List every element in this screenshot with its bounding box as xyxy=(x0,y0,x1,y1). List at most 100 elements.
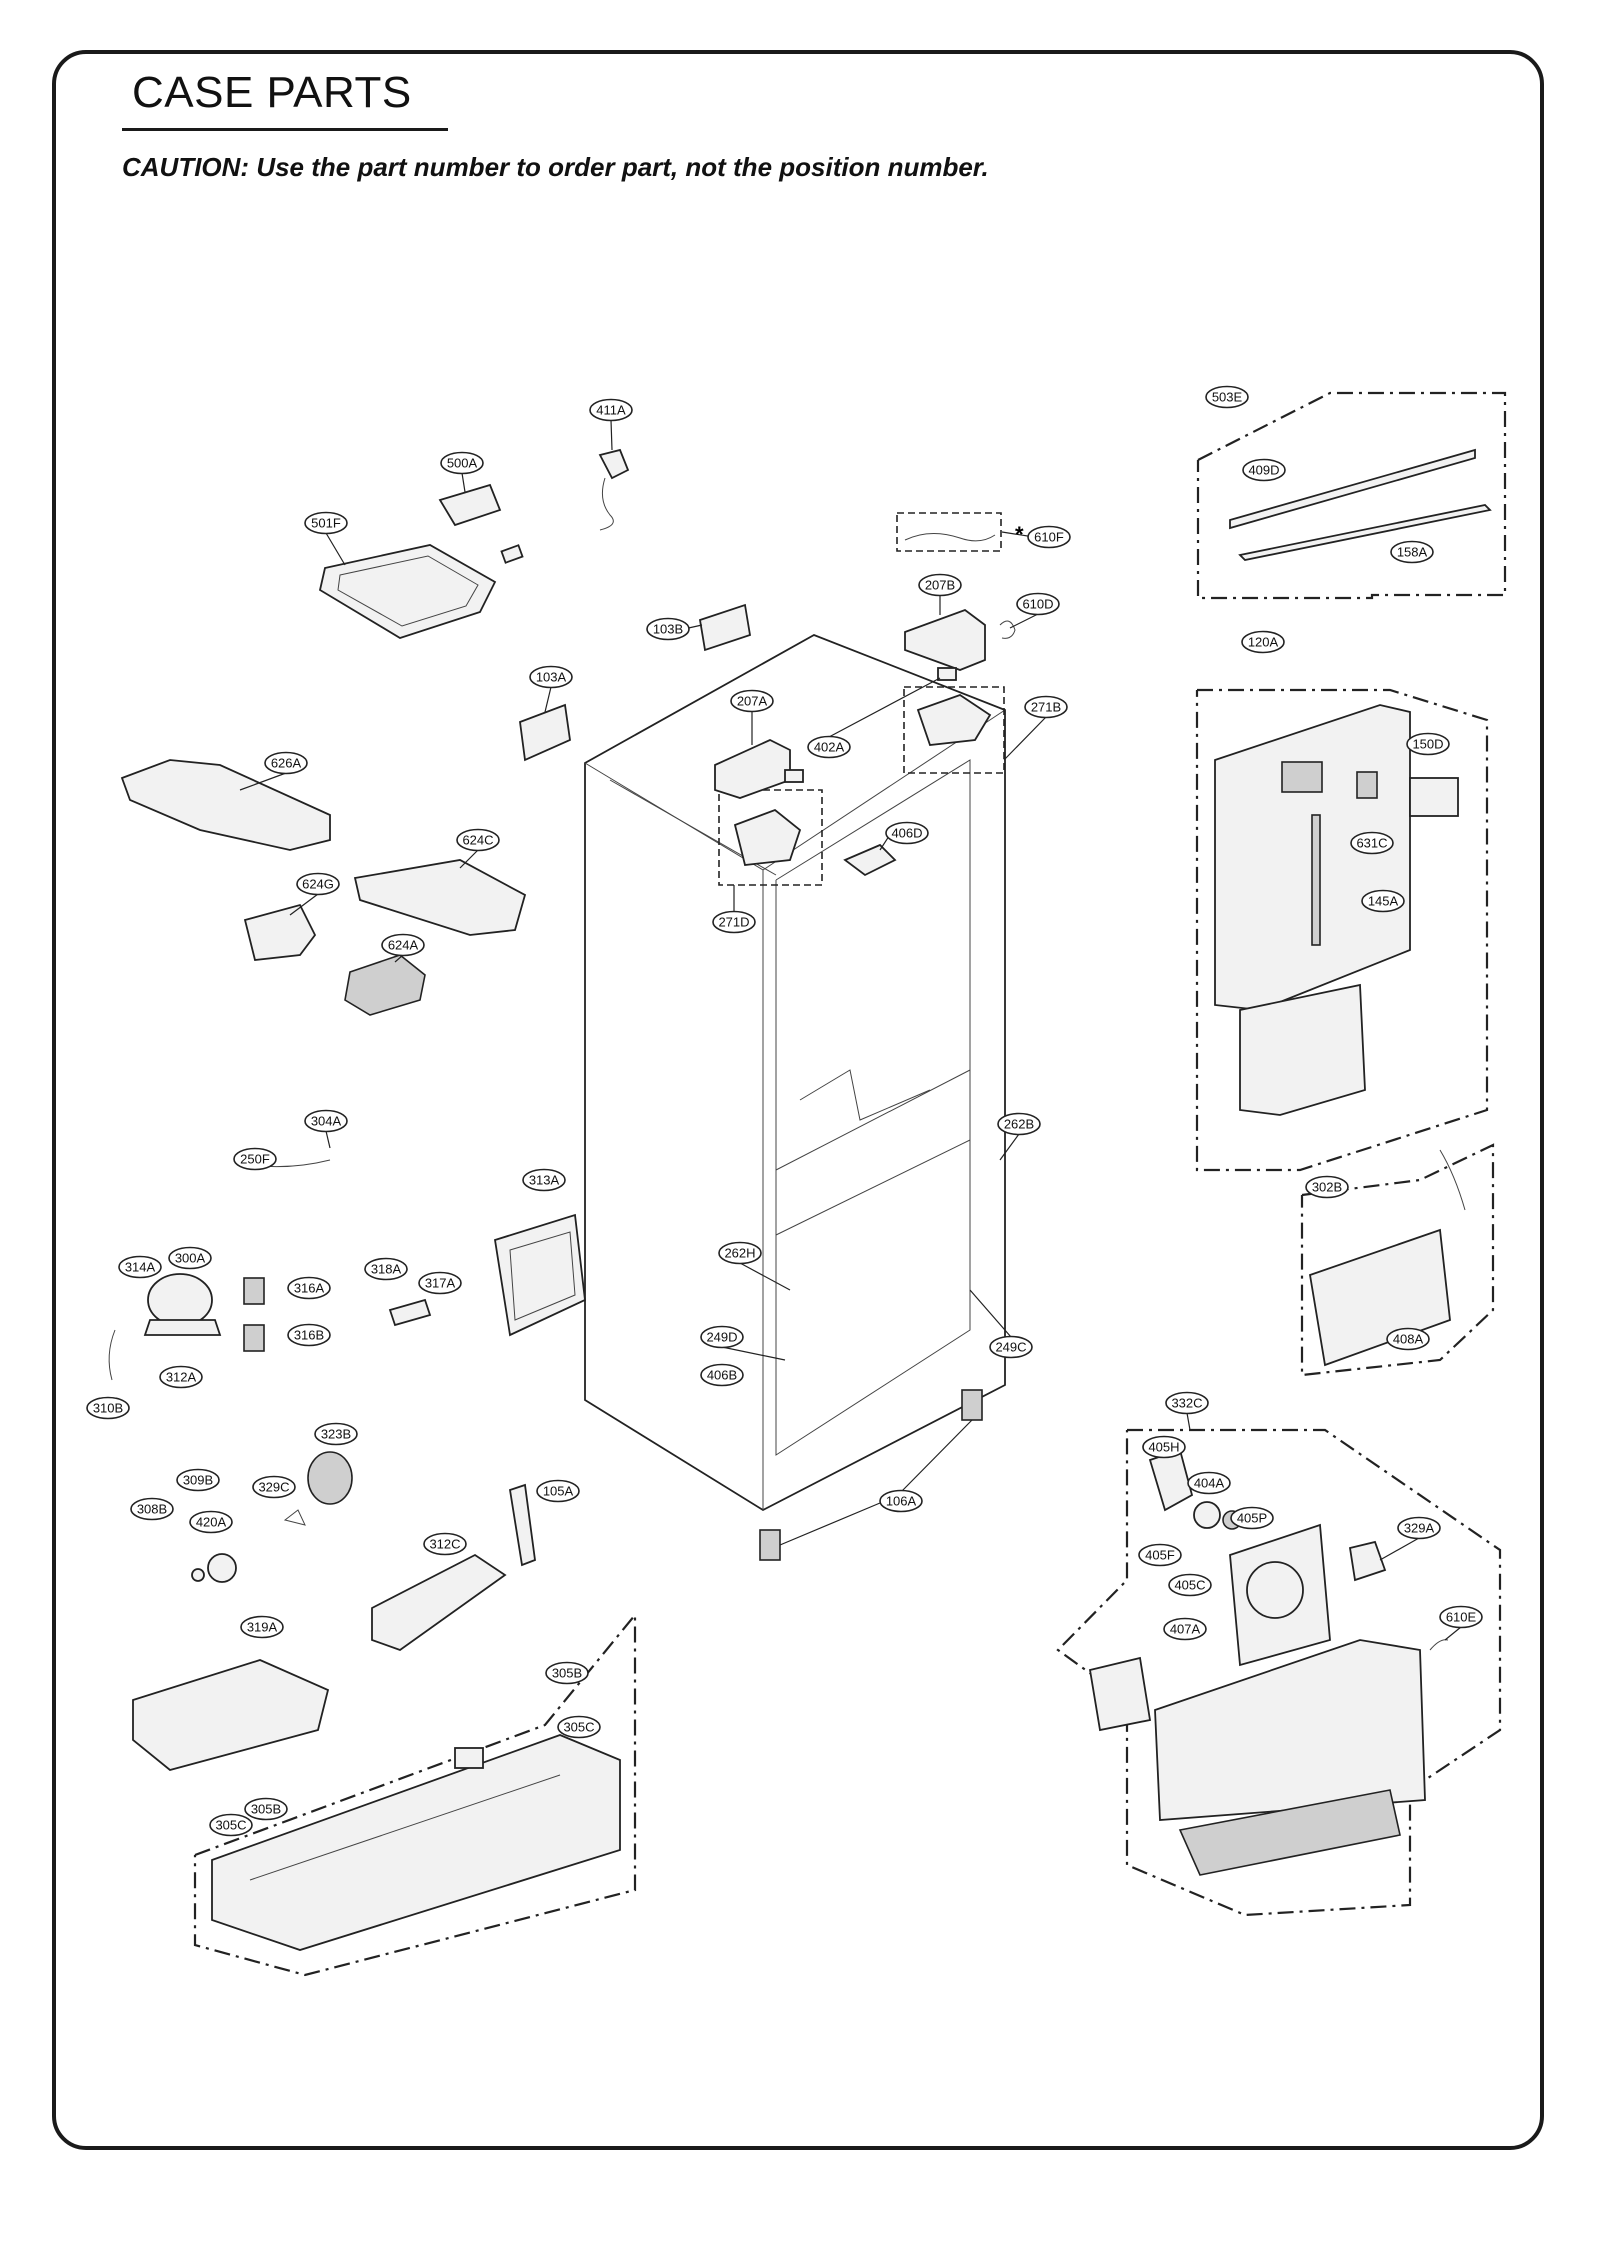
callout-405P: 405P xyxy=(1230,1506,1274,1530)
callout-bubble xyxy=(1305,1175,1349,1199)
callout-bubble xyxy=(456,828,500,852)
callout-label: 304A xyxy=(311,1114,342,1129)
callout-bubble xyxy=(1187,1471,1231,1495)
callout-bubble xyxy=(730,689,774,713)
callout-105A: 105A xyxy=(536,1479,580,1503)
callout-500A: 500A xyxy=(440,451,484,475)
callout-label: 411A xyxy=(596,403,626,418)
callout-bubble xyxy=(536,1479,580,1503)
evaporator-cover-group xyxy=(1195,688,1489,1172)
callout-407A: 407A xyxy=(1163,1617,1207,1641)
callout-label: 106A xyxy=(886,1494,917,1509)
callout-label: 314A xyxy=(125,1260,156,1275)
callout-405H: 405H xyxy=(1142,1435,1186,1459)
callout-label: 405C xyxy=(1174,1578,1205,1593)
callout-bubble xyxy=(522,1168,566,1192)
callout-label: 305B xyxy=(251,1802,281,1817)
callout-label: 610F xyxy=(1034,530,1064,545)
callout-label: 305B xyxy=(552,1666,582,1681)
callout-label: 317A xyxy=(425,1276,456,1291)
callout-label: 150D xyxy=(1412,737,1443,752)
callout-405F: 405F xyxy=(1138,1543,1182,1567)
callout-610E: 610E xyxy=(1439,1605,1483,1629)
callout-bubble xyxy=(1138,1543,1182,1567)
callout-bubble xyxy=(244,1797,288,1821)
callout-bubble xyxy=(700,1325,744,1349)
callout-305C-2: 305C xyxy=(209,1813,253,1837)
callout-bubble xyxy=(1406,732,1450,756)
callout-label: 207A xyxy=(737,694,768,709)
callout-610D: 610D xyxy=(1016,592,1060,616)
callout-label: 624G xyxy=(302,877,334,892)
page-title: CASE PARTS xyxy=(132,68,412,117)
callout-329A: 329A xyxy=(1397,1516,1441,1540)
callout-308B: 308B xyxy=(130,1497,174,1521)
callout-316B: 316B xyxy=(287,1323,331,1347)
callout-318A: 318A xyxy=(364,1257,408,1281)
callout-label: 312A xyxy=(166,1370,197,1385)
callout-145A: 145A xyxy=(1361,889,1405,913)
callout-bubble xyxy=(879,1489,923,1513)
callout-503E: 503E xyxy=(1205,385,1249,409)
callout-329C: 329C xyxy=(252,1475,296,1499)
callout-262H: 262H xyxy=(718,1241,762,1265)
callout-610F: 610F xyxy=(1027,525,1071,549)
callout-bubble xyxy=(918,573,962,597)
leader-lines xyxy=(239,419,1462,1641)
callout-label: 310B xyxy=(93,1401,123,1416)
callout-label: 103A xyxy=(536,670,567,685)
callout-305B-2: 305B xyxy=(244,1797,288,1821)
fan-assembly-332C xyxy=(1056,1428,1502,1917)
callout-label: 402A xyxy=(814,740,845,755)
callout-304A: 304A xyxy=(304,1109,348,1133)
callout-158A: 158A xyxy=(1390,540,1434,564)
callout-249C: 249C xyxy=(989,1335,1033,1359)
callout-406B: 406B xyxy=(700,1363,744,1387)
callout-bubble xyxy=(264,751,308,775)
callout-label: 250F xyxy=(240,1152,270,1167)
callout-631C: 631C xyxy=(1350,831,1394,855)
callout-309B: 309B xyxy=(176,1468,220,1492)
callout-bubble xyxy=(700,1363,744,1387)
callout-bubble xyxy=(529,665,573,689)
callout-319A: 319A xyxy=(240,1615,284,1639)
callout-411A: 411A xyxy=(589,398,633,422)
callout-bubble xyxy=(997,1112,1041,1136)
callout-label: 503E xyxy=(1212,390,1243,405)
callout-250F: 250F xyxy=(233,1147,277,1171)
callout-405C: 405C xyxy=(1168,1573,1212,1597)
callout-label: 312C xyxy=(429,1537,460,1552)
callout-bubble xyxy=(885,821,929,845)
title-underline xyxy=(122,128,448,131)
callout-bubble xyxy=(304,511,348,535)
callout-label: 207B xyxy=(925,578,955,593)
callout-label: 626A xyxy=(271,756,302,771)
callout-layer: 411A500A501F610F207B610D103B103A207A402A… xyxy=(86,385,1483,1837)
callout-bubble xyxy=(1024,695,1068,719)
callout-bubble xyxy=(86,1396,130,1420)
callout-label: 407A xyxy=(1170,1622,1201,1637)
callout-305B: 305B xyxy=(545,1661,589,1685)
callout-bubble xyxy=(1016,592,1060,616)
callout-310B: 310B xyxy=(86,1396,130,1420)
callout-317A: 317A xyxy=(418,1271,462,1295)
part-box-610F xyxy=(896,512,1002,552)
callout-bubble xyxy=(557,1715,601,1739)
callout-bubble xyxy=(287,1276,331,1300)
callout-271D: 271D xyxy=(712,910,756,934)
callout-bubble xyxy=(1027,525,1071,549)
trim-group-503E xyxy=(1196,391,1507,600)
callout-bubble xyxy=(1241,630,1285,654)
callout-label: 319A xyxy=(247,1620,278,1635)
callout-bubble xyxy=(1397,1516,1441,1540)
callout-150D: 150D xyxy=(1406,732,1450,756)
callout-bubble xyxy=(1230,1506,1274,1530)
callout-bubble xyxy=(418,1271,462,1295)
callout-label: 305C xyxy=(215,1818,246,1833)
callout-label: 309B xyxy=(183,1473,213,1488)
callout-label: 624C xyxy=(462,833,493,848)
ice-maker-parts xyxy=(120,759,527,1016)
callout-249D: 249D xyxy=(700,1325,744,1349)
callout-300A: 300A xyxy=(168,1246,212,1270)
callout-bubble xyxy=(159,1365,203,1389)
